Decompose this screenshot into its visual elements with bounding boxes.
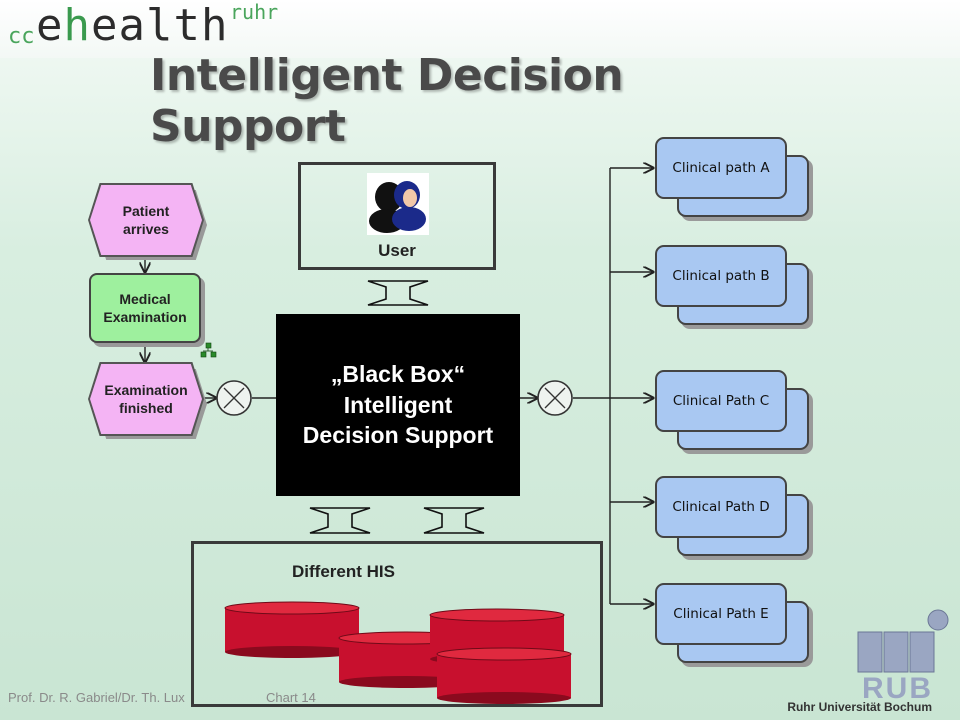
footer-authors: Prof. Dr. R. Gabriel/Dr. Th. Lux bbox=[8, 690, 185, 705]
footer-university: Ruhr Universität Bochum bbox=[787, 700, 932, 714]
rub-logo bbox=[857, 609, 949, 673]
black-box-line-1: „Black Box“ bbox=[330, 361, 466, 388]
black-box-line-2: Intelligent bbox=[343, 391, 453, 418]
user-label: User bbox=[378, 241, 416, 260]
xor-gate-right bbox=[537, 380, 573, 416]
header-bar bbox=[0, 0, 960, 58]
xor-gate-left bbox=[216, 380, 252, 416]
logo-ehealth: ehealth bbox=[36, 0, 229, 51]
clinical-path-e: Clinical Path E bbox=[655, 583, 809, 663]
clinical-path-d: Clinical Path D bbox=[655, 476, 809, 556]
clinical-path-a: Clinical path A bbox=[655, 137, 809, 217]
his-label: Different HIS bbox=[292, 562, 395, 581]
footer-chart-number: Chart 14 bbox=[266, 690, 316, 705]
double-arrow-his-right bbox=[423, 507, 485, 534]
page-title: Intelligent Decision Support bbox=[150, 50, 624, 152]
logo-ruhr: ruhr bbox=[230, 0, 279, 24]
clinical-path-b: Clinical path B bbox=[655, 245, 809, 325]
double-arrow-his-left bbox=[309, 507, 371, 534]
hierarchy-icon bbox=[200, 342, 217, 358]
logo-cc: cc bbox=[8, 24, 35, 49]
database-icon bbox=[436, 647, 572, 704]
double-arrow-user bbox=[367, 280, 429, 306]
black-box-decision-support: „Black Box“ Intelligent Decision Support bbox=[276, 314, 520, 496]
black-box-line-3: Decision Support bbox=[302, 422, 494, 449]
users-icon bbox=[367, 173, 429, 235]
rub-logo-text: RUB bbox=[862, 672, 933, 705]
user-box: User bbox=[298, 162, 496, 270]
clinical-path-c: Clinical Path C bbox=[655, 370, 809, 450]
database-icon bbox=[224, 601, 360, 658]
his-box: Different HIS bbox=[191, 541, 603, 707]
